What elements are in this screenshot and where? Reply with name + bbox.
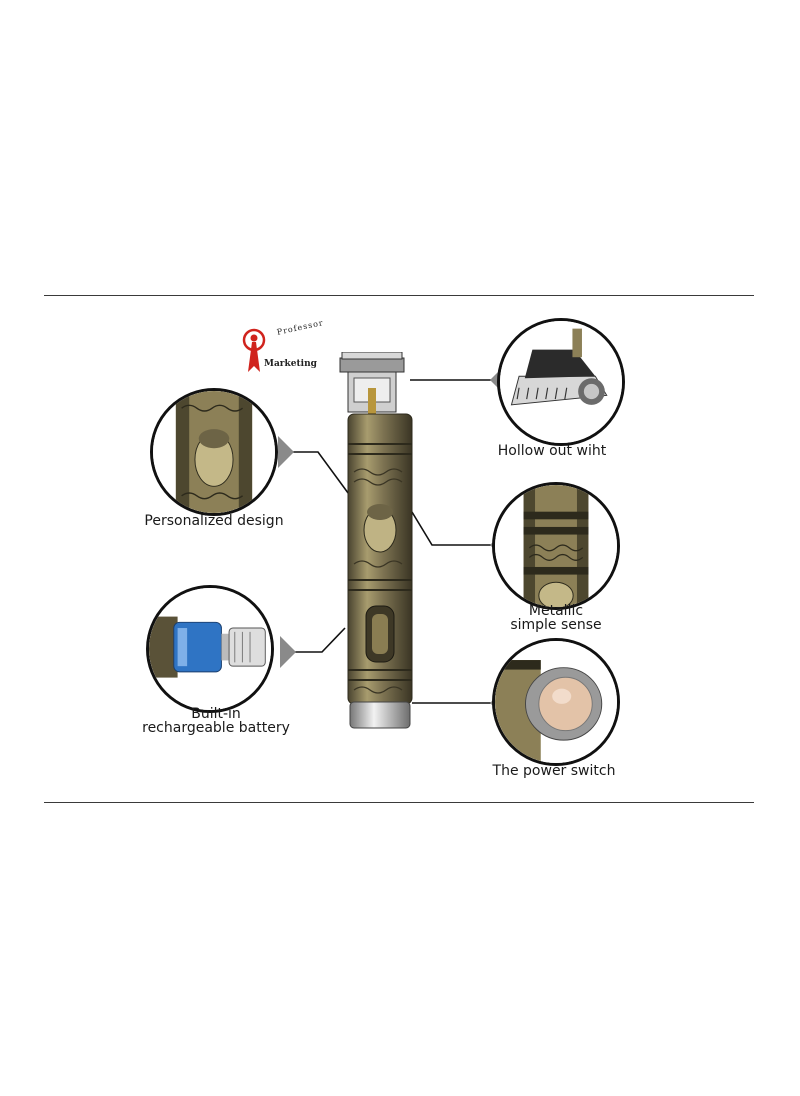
callout-power-switch [492, 638, 620, 766]
hollow-out-label: Hollow out wiht [480, 444, 624, 458]
personalized-design-text: Personalized design [144, 513, 284, 529]
callout-metallic [492, 482, 620, 610]
battery-label-line1: Built-in [191, 706, 241, 722]
metallic-label-line2: simple sense [510, 617, 602, 633]
power-switch-icon [495, 641, 617, 763]
battery-label-line2: rechargeable battery [142, 720, 290, 736]
professor-marketing-logo: Professor Marketing [240, 318, 330, 376]
metal-body-icon [495, 485, 617, 607]
battery-icon [149, 588, 271, 710]
callout-personalized-design [150, 388, 278, 516]
metallic-label-line1: Metallic [528, 603, 584, 619]
power-switch-label: The power switch [478, 764, 630, 778]
callout-battery [146, 585, 274, 713]
bottom-divider [44, 802, 754, 803]
top-divider [44, 295, 754, 296]
logo-mark-icon [242, 328, 266, 372]
power-switch-text: The power switch [492, 763, 616, 779]
hollow-out-text: Hollow out wiht [497, 443, 607, 459]
trimmer-product-image [339, 352, 413, 729]
battery-label: Built-in rechargeable battery [136, 707, 296, 735]
buddha-engraving-icon [153, 391, 275, 513]
callout-hollow-out [497, 318, 625, 446]
logo-main-text: Marketing [264, 359, 317, 369]
metallic-label: Metallic simple sense [480, 604, 632, 632]
trimmer-blade-icon [500, 321, 622, 443]
personalized-design-label: Personalized design [134, 514, 294, 528]
